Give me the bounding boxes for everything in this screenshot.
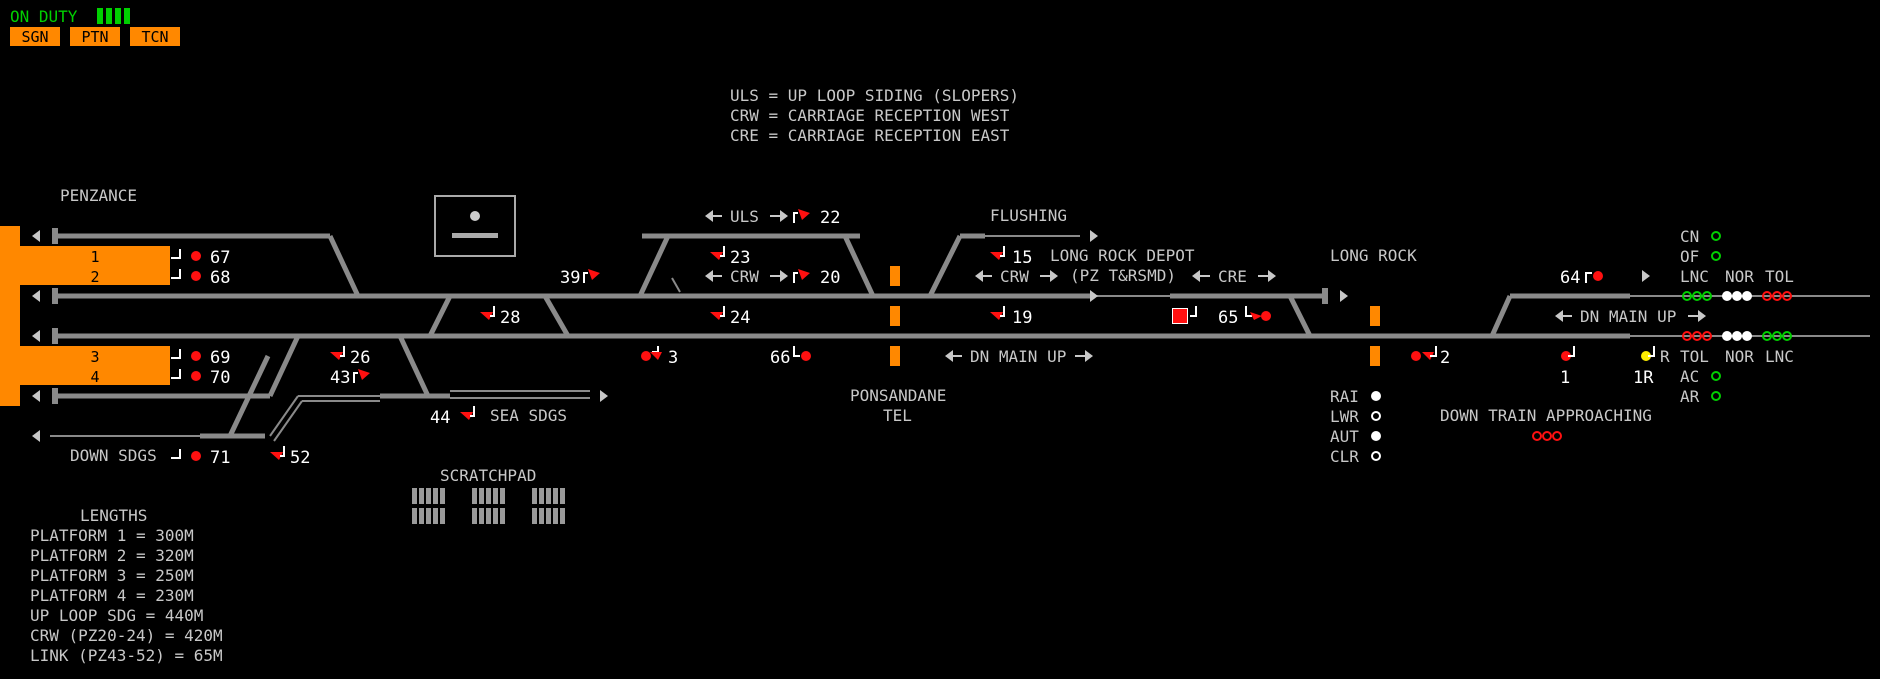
indicator-nor: NOR [1725, 267, 1754, 286]
indicator-rai: RAI [1330, 387, 1359, 406]
tel-label: TEL [883, 406, 912, 425]
indicator-lnc: LNC [1680, 267, 1709, 286]
line-end-arrows [32, 230, 1650, 442]
signal-28: 28 [500, 308, 520, 328]
signal-20: 20 [820, 268, 840, 288]
svg-text:3: 3 [90, 348, 99, 366]
signal-3: 3 [668, 348, 678, 368]
ponsandane-label: PONSANDANE [850, 386, 946, 405]
long-rock-depot-label: LONG ROCK DEPOT [1050, 246, 1195, 265]
signal-66: 66 [770, 348, 790, 368]
signal-1: 1 [1560, 368, 1570, 388]
indicator-nor-down: NOR [1725, 347, 1754, 366]
scratchpad-label: SCRATCHPAD [440, 466, 536, 485]
signal-24: 24 [730, 308, 750, 328]
indicator-ar: AR [1680, 387, 1700, 406]
svg-text:4: 4 [90, 368, 99, 386]
down-train-approaching-label: DOWN TRAIN APPROACHING [1440, 406, 1652, 425]
down-sdgs-label: DOWN SDGS [70, 446, 157, 465]
svg-text:2: 2 [90, 268, 99, 286]
signal-70: 70 [210, 368, 230, 388]
svg-text:PLATFORM 3 = 250M: PLATFORM 3 = 250M [30, 566, 194, 585]
sgn-button[interactable]: SGN [10, 27, 60, 46]
legend-cre: CRE = CARRIAGE RECEPTION EAST [730, 126, 1010, 145]
signals[interactable]: 67 68 69 70 71 52 26 43 44 28 39 23 [170, 208, 1670, 468]
svg-text:PLATFORM 1 = 300M: PLATFORM 1 = 300M [30, 526, 194, 545]
indicator-lnc-down: LNC [1765, 347, 1794, 366]
lengths-list: LENGTHS PLATFORM 1 = 300M PLATFORM 2 = 3… [30, 506, 223, 665]
indicator-aut: AUT [1330, 427, 1359, 446]
svg-text:DN MAIN UP: DN MAIN UP [970, 347, 1066, 366]
svg-text:1: 1 [90, 248, 99, 266]
signal-1r: 1R [1633, 368, 1654, 388]
buffer-stops [52, 228, 1328, 404]
platform-block [0, 226, 170, 406]
indicator-cn: CN [1680, 227, 1699, 246]
track-layout [50, 233, 1870, 442]
svg-text:CRW (PZ20-24) = 420M: CRW (PZ20-24) = 420M [30, 626, 223, 645]
legend-uls: ULS = UP LOOP SIDING (SLOPERS) [730, 86, 1019, 105]
platform-labels: 1 2 3 4 [90, 248, 99, 386]
crossing-status: RAI LWR AUT CLR [1330, 387, 1381, 466]
signal-26: 26 [350, 348, 370, 368]
signal-71: 71 [210, 448, 230, 468]
svg-text:CRW: CRW [730, 267, 759, 286]
duty-bars [97, 8, 130, 24]
indicator-ac: AC [1680, 367, 1699, 386]
sea-sdgs-label: SEA SDGS [490, 406, 567, 425]
signal-68: 68 [210, 268, 230, 288]
signal-69: 69 [210, 348, 230, 368]
indicator-tol: TOL [1765, 267, 1794, 286]
indicator-lwr: LWR [1330, 407, 1359, 426]
indicator-clr: CLR [1330, 447, 1359, 466]
signal-19: 19 [1012, 308, 1032, 328]
svg-text:ULS: ULS [730, 207, 759, 226]
down-train-lamps [1532, 431, 1562, 441]
indicator-tol-down: TOL [1680, 347, 1709, 366]
signal-39: 39 [560, 268, 580, 288]
signal-22: 22 [820, 208, 840, 228]
signal-r: R [1660, 347, 1670, 366]
flushing-label: FLUSHING [990, 206, 1067, 225]
scratchpad-grid[interactable] [412, 488, 565, 524]
signal-52: 52 [290, 448, 310, 468]
penzance-label: PENZANCE [60, 186, 137, 205]
signal-67: 67 [210, 248, 230, 268]
signal-23: 23 [730, 248, 750, 268]
signal-65: 65 [1218, 308, 1238, 328]
long-rock-label: LONG ROCK [1330, 246, 1417, 265]
svg-text:DN MAIN UP: DN MAIN UP [1580, 307, 1676, 326]
svg-text:LINK (PZ43-52) = 65M: LINK (PZ43-52) = 65M [30, 646, 223, 665]
signal-2: 2 [1440, 348, 1450, 368]
svg-text:PTN: PTN [81, 28, 108, 46]
svg-text:PLATFORM 4 = 230M: PLATFORM 4 = 230M [30, 586, 194, 605]
signal-43: 43 [330, 368, 350, 388]
indicator-of: OF [1680, 247, 1699, 266]
track-circuits [890, 266, 1380, 366]
svg-text:TCN: TCN [141, 28, 168, 46]
signal-64: 64 [1560, 268, 1580, 288]
svg-text:CRE: CRE [1218, 267, 1247, 286]
lengths-title: LENGTHS [80, 506, 147, 525]
indicators-panel: CN OF LNC NOR TOL TOL NOR LNC AC AR [1532, 227, 1794, 441]
depot-box-icon[interactable] [434, 195, 516, 257]
tcn-button[interactable]: TCN [130, 27, 180, 46]
pz-trsmd-label: (PZ T&RSMD) [1070, 266, 1176, 285]
svg-text:CRW: CRW [1000, 267, 1029, 286]
on-duty-label: ON DUTY [10, 7, 78, 26]
svg-text:UP LOOP SDG = 440M: UP LOOP SDG = 440M [30, 606, 203, 625]
ptn-button[interactable]: PTN [70, 27, 120, 46]
route-labels: ULS CRW CRW CRE DN MAIN UP DN MAIN UP [705, 207, 1706, 366]
svg-text:PLATFORM 2 = 320M: PLATFORM 2 = 320M [30, 546, 194, 565]
svg-text:SGN: SGN [21, 28, 48, 46]
signal-15: 15 [1012, 248, 1032, 268]
signal-44: 44 [430, 408, 450, 428]
legend-crw: CRW = CARRIAGE RECEPTION WEST [730, 106, 1010, 125]
